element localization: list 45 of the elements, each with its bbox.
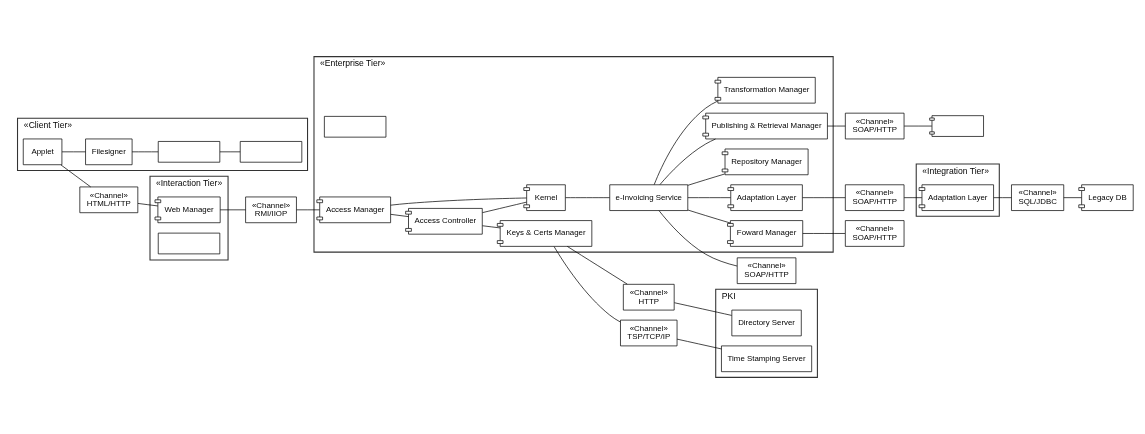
node-box <box>324 116 387 138</box>
connector <box>137 203 159 207</box>
node-box <box>157 141 221 163</box>
node-box: «Channel» SOAP/HTTP <box>844 220 905 247</box>
connector <box>674 302 732 316</box>
connector <box>390 214 409 217</box>
node-box: Time Stamping Server <box>721 345 813 373</box>
connector <box>653 100 718 185</box>
node-box: «Channel» SQL/JDBC <box>1011 184 1065 211</box>
connector <box>903 197 923 199</box>
node-box: «Channel» TSP/TCP/IP <box>620 319 678 347</box>
connector <box>802 233 846 234</box>
connector <box>676 338 722 350</box>
connector <box>993 197 1012 199</box>
connector <box>60 164 91 188</box>
node-box: «Channel» SOAP/HTTP <box>844 112 905 140</box>
connector <box>659 138 716 185</box>
connector <box>482 201 527 213</box>
connector <box>1063 197 1082 199</box>
connector <box>219 209 246 211</box>
node-box: Directory Server <box>731 309 802 337</box>
connector <box>687 197 731 199</box>
node-box <box>157 232 221 255</box>
connector <box>687 209 731 224</box>
connector <box>553 246 621 323</box>
node-box: «Channel» SOAP/HTTP <box>736 257 797 284</box>
connector <box>827 125 846 127</box>
connector <box>565 197 610 199</box>
connector <box>390 197 527 206</box>
connector <box>687 173 726 186</box>
connector <box>802 197 846 199</box>
connector <box>566 246 628 285</box>
node-box: «Channel» SOAP/HTTP <box>844 184 905 211</box>
node-box: e-Invoicing Service <box>609 184 689 211</box>
node-box: Filesigner <box>85 138 133 166</box>
connector <box>131 151 159 153</box>
node-box <box>239 141 303 163</box>
node-box: Applet <box>22 138 63 166</box>
connector <box>658 210 738 267</box>
node-box: «Channel» HTML/HTTP <box>79 186 139 214</box>
node-box: «Channel» RMI/IIOP <box>245 196 297 224</box>
connector <box>296 209 320 211</box>
connector <box>482 225 501 229</box>
connector <box>61 151 86 153</box>
node-box: «Channel» HTTP <box>623 283 675 311</box>
